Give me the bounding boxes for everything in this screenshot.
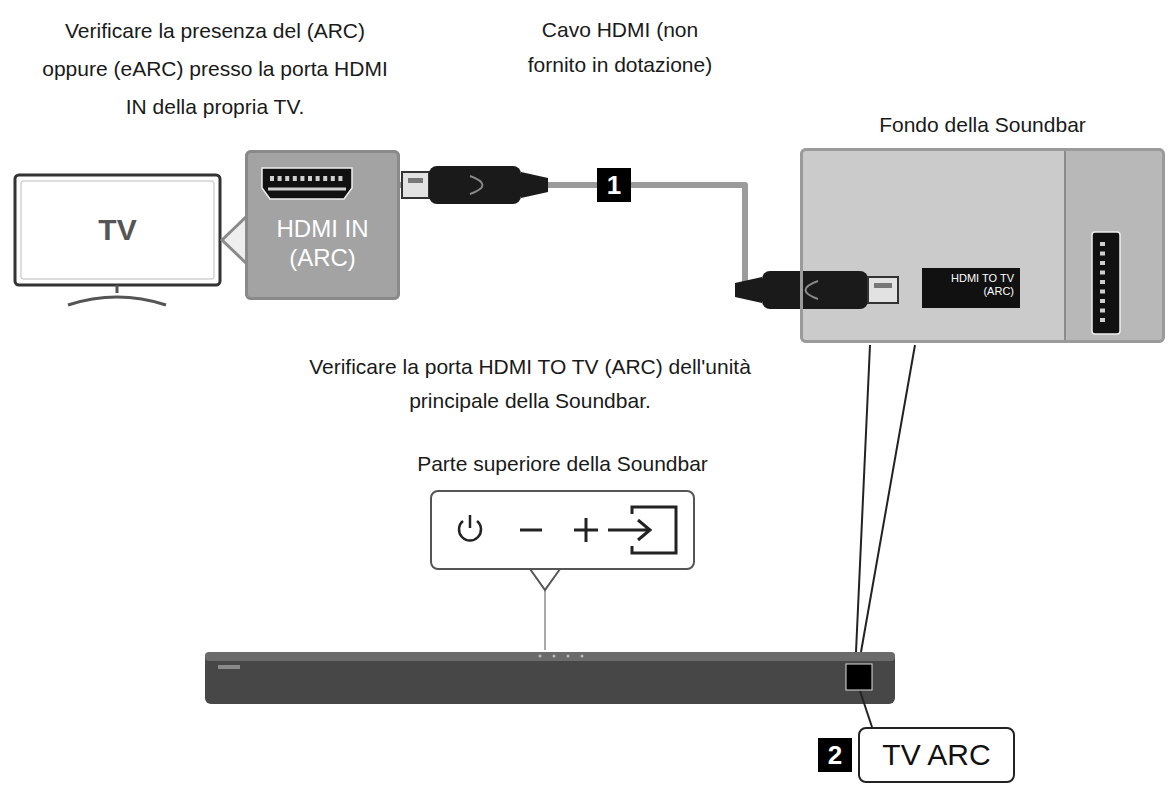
tv-screen <box>15 175 220 285</box>
callout-number: 2 <box>818 738 852 772</box>
node-text: Fondo della Soundbar <box>879 113 1086 137</box>
node-text: Parte superiore della Soundbar <box>417 452 708 476</box>
power-button <box>469 515 472 528</box>
node-text: TV ARC <box>882 738 990 772</box>
panel-recess <box>1065 151 1162 340</box>
node-text: HDMI IN (ARC) <box>256 215 389 273</box>
port-pin <box>293 176 297 181</box>
port-pin <box>285 176 289 181</box>
plug-body <box>429 166 521 204</box>
plug-connector <box>874 283 892 288</box>
soundbar-logo <box>218 665 240 669</box>
instruction-note: Verificare la presenza del (ARC) oppure … <box>40 12 390 126</box>
plug-body <box>762 271 868 309</box>
button-dot <box>553 655 556 658</box>
top-buttons-callout: Parte superiore della Soundbar <box>430 490 695 570</box>
tv-screen-box: TV <box>15 175 220 285</box>
port-pin <box>308 176 312 181</box>
hdmi-port <box>262 168 352 199</box>
panel-divider <box>1064 151 1066 340</box>
plug-connector <box>402 172 429 198</box>
soundbar-body <box>205 652 895 704</box>
soundbar-top <box>205 652 895 661</box>
port-pin <box>338 176 342 181</box>
plug-connector <box>408 178 423 183</box>
callout-number: 1 <box>597 168 631 202</box>
cable-note: Cavo HDMI (non fornito in dotazione) <box>525 12 715 82</box>
instruction-note: Verificare la presenza del (ARC) oppure … <box>40 12 390 126</box>
plug-connector <box>868 277 898 303</box>
instruction-note: Verificare la porta HDMI TO TV (ARC) del… <box>300 350 760 418</box>
cable-note: Cavo HDMI (non fornito in dotazione) <box>525 12 715 82</box>
port-pin <box>316 176 320 181</box>
port-pin <box>1100 299 1105 303</box>
port-pin <box>1100 280 1105 284</box>
leader-line <box>860 691 872 727</box>
port-pin <box>268 188 346 191</box>
port-callout-box: HDMI IN (ARC) <box>245 150 400 300</box>
tv-arc-box: TV ARC <box>858 727 1015 783</box>
plug-body <box>470 176 483 194</box>
button-dot <box>539 655 542 658</box>
leader-line <box>856 345 915 652</box>
callout-number: 1 <box>597 168 631 202</box>
port-pin <box>1100 261 1105 265</box>
volume-down-button <box>520 529 542 532</box>
port-pin <box>1100 290 1105 294</box>
button-dot <box>581 655 584 658</box>
plug-body <box>806 281 819 299</box>
port-label-box: HDMI TO TV (ARC) <box>922 268 1020 308</box>
port-pin <box>300 176 304 181</box>
button-dot <box>567 655 570 658</box>
callout-pointer <box>530 569 560 590</box>
tv-stand <box>68 285 166 305</box>
port-pin <box>1100 242 1105 246</box>
plug-strain-relief <box>521 172 548 198</box>
port-pin <box>323 176 327 181</box>
plug-strain-relief <box>735 277 762 303</box>
source-button <box>608 520 650 540</box>
volume-up-button <box>574 518 598 542</box>
node-text: TV <box>98 213 136 247</box>
port-panel <box>245 150 400 300</box>
port-pin <box>1100 252 1105 256</box>
port-pin <box>331 176 335 181</box>
callout-number: 2 <box>818 738 852 772</box>
leader-line <box>545 590 546 650</box>
soundbar-bottom-callout: Fondo della SoundbarHDMI TO TV (ARC) <box>800 148 1165 343</box>
port-pin <box>1100 309 1105 313</box>
tv-arc-indicator <box>846 664 872 690</box>
port-pin <box>1100 318 1105 322</box>
instruction-note: Verificare la porta HDMI TO TV (ARC) del… <box>300 350 760 418</box>
soundbar-bottom-panel <box>800 148 1165 343</box>
port-pin <box>1100 271 1105 275</box>
hdmi-port-soundbar <box>1092 232 1120 334</box>
zoom-pointer <box>222 216 247 264</box>
port-pin <box>278 176 282 181</box>
tv-bezel <box>21 181 214 279</box>
port-pin <box>270 176 274 181</box>
node-text: HDMI TO TV (ARC) <box>928 272 1014 298</box>
